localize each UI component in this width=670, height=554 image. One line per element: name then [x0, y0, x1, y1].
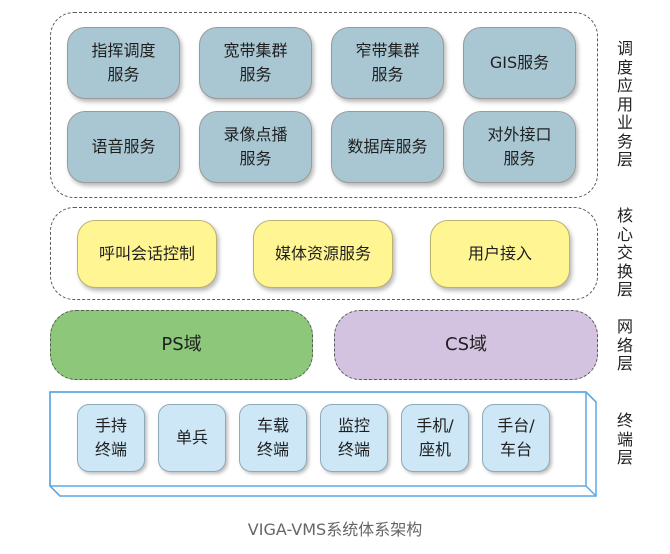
narrowband-trunking-service-node: 窄带集群 服务	[331, 27, 444, 99]
voice-service-node: 语音服务	[67, 111, 180, 183]
broadband-trunking-service-node: 宽带集群 服务	[199, 27, 312, 99]
external-interface-service-node: 对外接口 服务	[463, 111, 576, 183]
dispatch-layer-label: 调度应用业务层	[616, 39, 633, 169]
core-layer-group	[50, 207, 598, 300]
command-dispatch-service-node: 指挥调度 服务	[67, 27, 180, 99]
call-session-control-node: 呼叫会话控制	[77, 220, 217, 288]
database-service-node: 数据库服务	[331, 111, 444, 183]
phone-landline-node: 手机/ 座机	[401, 404, 469, 472]
handheld-terminal-node: 手持 终端	[77, 404, 145, 472]
individual-soldier-node: 单兵	[158, 404, 226, 472]
cs-domain-node: CS域	[334, 310, 598, 380]
user-access-node: 用户接入	[430, 220, 570, 288]
media-resource-service-node: 媒体资源服务	[253, 220, 393, 288]
network-layer-label: 网络层	[616, 317, 633, 373]
gis-service-node: GIS服务	[463, 27, 576, 99]
monitoring-terminal-node: 监控 终端	[320, 404, 388, 472]
recording-vod-service-node: 录像点播 服务	[199, 111, 312, 183]
core-layer-label: 核心交换层	[616, 206, 633, 299]
diagram-caption: VIGA-VMS系统体系架构	[247, 520, 423, 539]
terminal-layer-label: 终端层	[616, 411, 633, 467]
handset-vehicle-radio-node: 手台/ 车台	[482, 404, 550, 472]
ps-domain-node: PS域	[50, 310, 313, 380]
vehicle-terminal-node: 车载 终端	[239, 404, 307, 472]
dispatch-layer-group	[50, 12, 598, 198]
